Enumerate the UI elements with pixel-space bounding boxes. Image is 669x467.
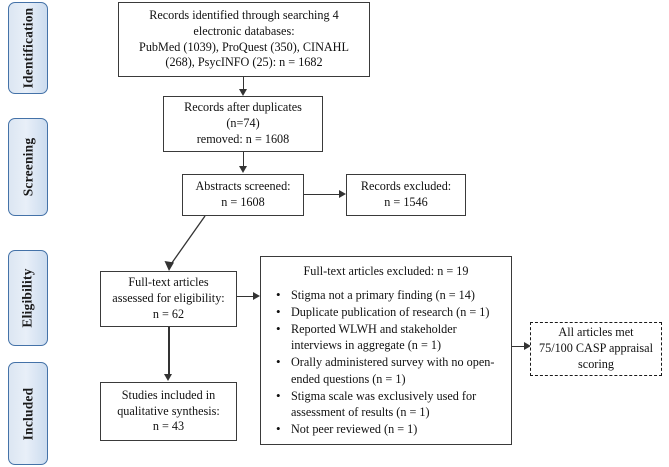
records-identified-line-4: (268), PsycINFO (25): n = 1682 (165, 55, 323, 70)
stage-label-included: Included (8, 362, 48, 465)
arrowhead-fulltext-to-exclusions (253, 292, 260, 300)
abstracts-screened-line-1: Abstracts screened: (195, 179, 291, 194)
stage-label-identification: Identification (8, 2, 48, 94)
records-excluded-line-2: n = 1546 (384, 195, 428, 209)
records-excluded-line-1: Records excluded: (360, 179, 452, 194)
records-identified-line-2: electronic databases: (193, 23, 295, 38)
casp-appraisal-box: All articles met 75/100 CASP appraisal s… (530, 322, 662, 376)
exclusion-item: Orally administered survey with no open-… (276, 353, 503, 386)
stage-label-identification-text: Identification (20, 7, 35, 89)
arrowhead-identified-to-duplicates (239, 89, 247, 96)
connector-abstracts-to-excluded (304, 194, 340, 196)
records-after-duplicates-line-2: (n=74) (226, 116, 260, 131)
records-after-duplicates-line-1: Records after duplicates (184, 100, 302, 115)
records-identified-line-3: PubMed (1039), ProQuest (350), CINAHL (139, 39, 349, 54)
fulltext-assessed-line-2: assessed for eligibility: (112, 291, 225, 306)
connector-identified-to-duplicates (243, 77, 245, 91)
studies-included-line-2: qualitative synthesis: (117, 403, 220, 418)
fulltext-assessed-line-1: Full-text articles (128, 275, 209, 290)
fulltext-assessed-line-3: n = 62 (152, 306, 185, 321)
exclusion-item: Stigma not a primary finding (n = 14) (276, 286, 503, 303)
records-excluded-box: Records excluded: n = 1546 (346, 174, 466, 216)
stage-label-screening-text: Screening (20, 137, 35, 197)
abstracts-screened-box: Abstracts screened: n = 1608 (182, 174, 304, 216)
fulltext-exclusions-title: Full-text articles excluded: n = 19 (303, 264, 469, 278)
arrowhead-fulltext-to-included (164, 374, 172, 381)
connector-duplicates-to-abstracts (243, 152, 245, 168)
fulltext-assessed-box: Full-text articles assessed for eligibil… (100, 271, 237, 327)
stage-label-eligibility: Eligibility (8, 250, 48, 346)
arrowhead-duplicates-to-abstracts (239, 166, 247, 173)
abstracts-screened-line-2: n = 1608 (221, 195, 265, 209)
studies-included-line-1: Studies included in (121, 387, 216, 402)
connector-fulltext-to-included (168, 327, 170, 375)
stage-label-eligibility-text: Eligibility (20, 268, 35, 328)
studies-included-line-3: n = 43 (152, 419, 185, 434)
connector-exclusions-to-casp (512, 346, 528, 348)
arrowhead-exclusions-to-casp (524, 342, 531, 350)
exclusion-item: Not peer reviewed (n = 1) (276, 420, 503, 437)
studies-included-box: Studies included in qualitative synthesi… (100, 382, 237, 441)
stage-label-screening: Screening (8, 118, 48, 216)
records-after-duplicates-box: Records after duplicates (n=74) removed:… (163, 96, 323, 152)
casp-appraisal-line-2: 75/100 CASP appraisal (539, 341, 653, 356)
casp-appraisal-line-1: All articles met (558, 325, 634, 340)
records-identified-box: Records identified through searching 4 e… (118, 2, 370, 77)
records-after-duplicates-line-3: removed: n = 1608 (196, 131, 290, 146)
records-identified-line-1: Records identified through searching 4 (149, 7, 339, 22)
exclusion-item: Duplicate publication of research (n = 1… (276, 303, 503, 320)
casp-appraisal-line-3: scoring (578, 356, 614, 371)
exclusion-item: Reported WLWH and stakeholder interviews… (276, 320, 503, 353)
fulltext-exclusions-list: Stigma not a primary finding (n = 14) Du… (269, 286, 503, 437)
arrowhead-abstracts-to-excluded (339, 190, 346, 198)
stage-label-included-text: Included (20, 387, 35, 440)
fulltext-exclusions-box: Full-text articles excluded: n = 19 Stig… (260, 256, 512, 445)
exclusion-item: Stigma scale was exclusively used for as… (276, 387, 503, 420)
connector-fulltext-to-exclusions (237, 296, 256, 298)
